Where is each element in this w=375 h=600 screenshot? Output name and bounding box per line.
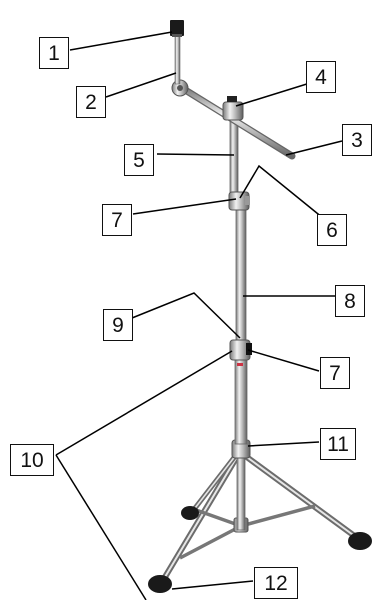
label-1: 1 bbox=[39, 37, 69, 69]
label-2: 2 bbox=[76, 86, 106, 118]
label-4: 4 bbox=[306, 61, 336, 93]
label-10: 10 bbox=[10, 444, 54, 476]
height-clamp-upper bbox=[229, 192, 250, 210]
label-11: 11 bbox=[320, 428, 356, 460]
stand-tubes bbox=[230, 112, 247, 444]
label-12: 12 bbox=[254, 567, 298, 599]
tilter bbox=[170, 20, 188, 96]
label-9: 9 bbox=[103, 309, 133, 341]
label-5: 5 bbox=[124, 144, 154, 176]
label-3: 3 bbox=[342, 124, 372, 156]
label-7-upper: 7 bbox=[102, 204, 132, 236]
label-6: 6 bbox=[317, 214, 347, 246]
label-8: 8 bbox=[335, 285, 365, 317]
label-7-lower: 7 bbox=[320, 357, 350, 389]
